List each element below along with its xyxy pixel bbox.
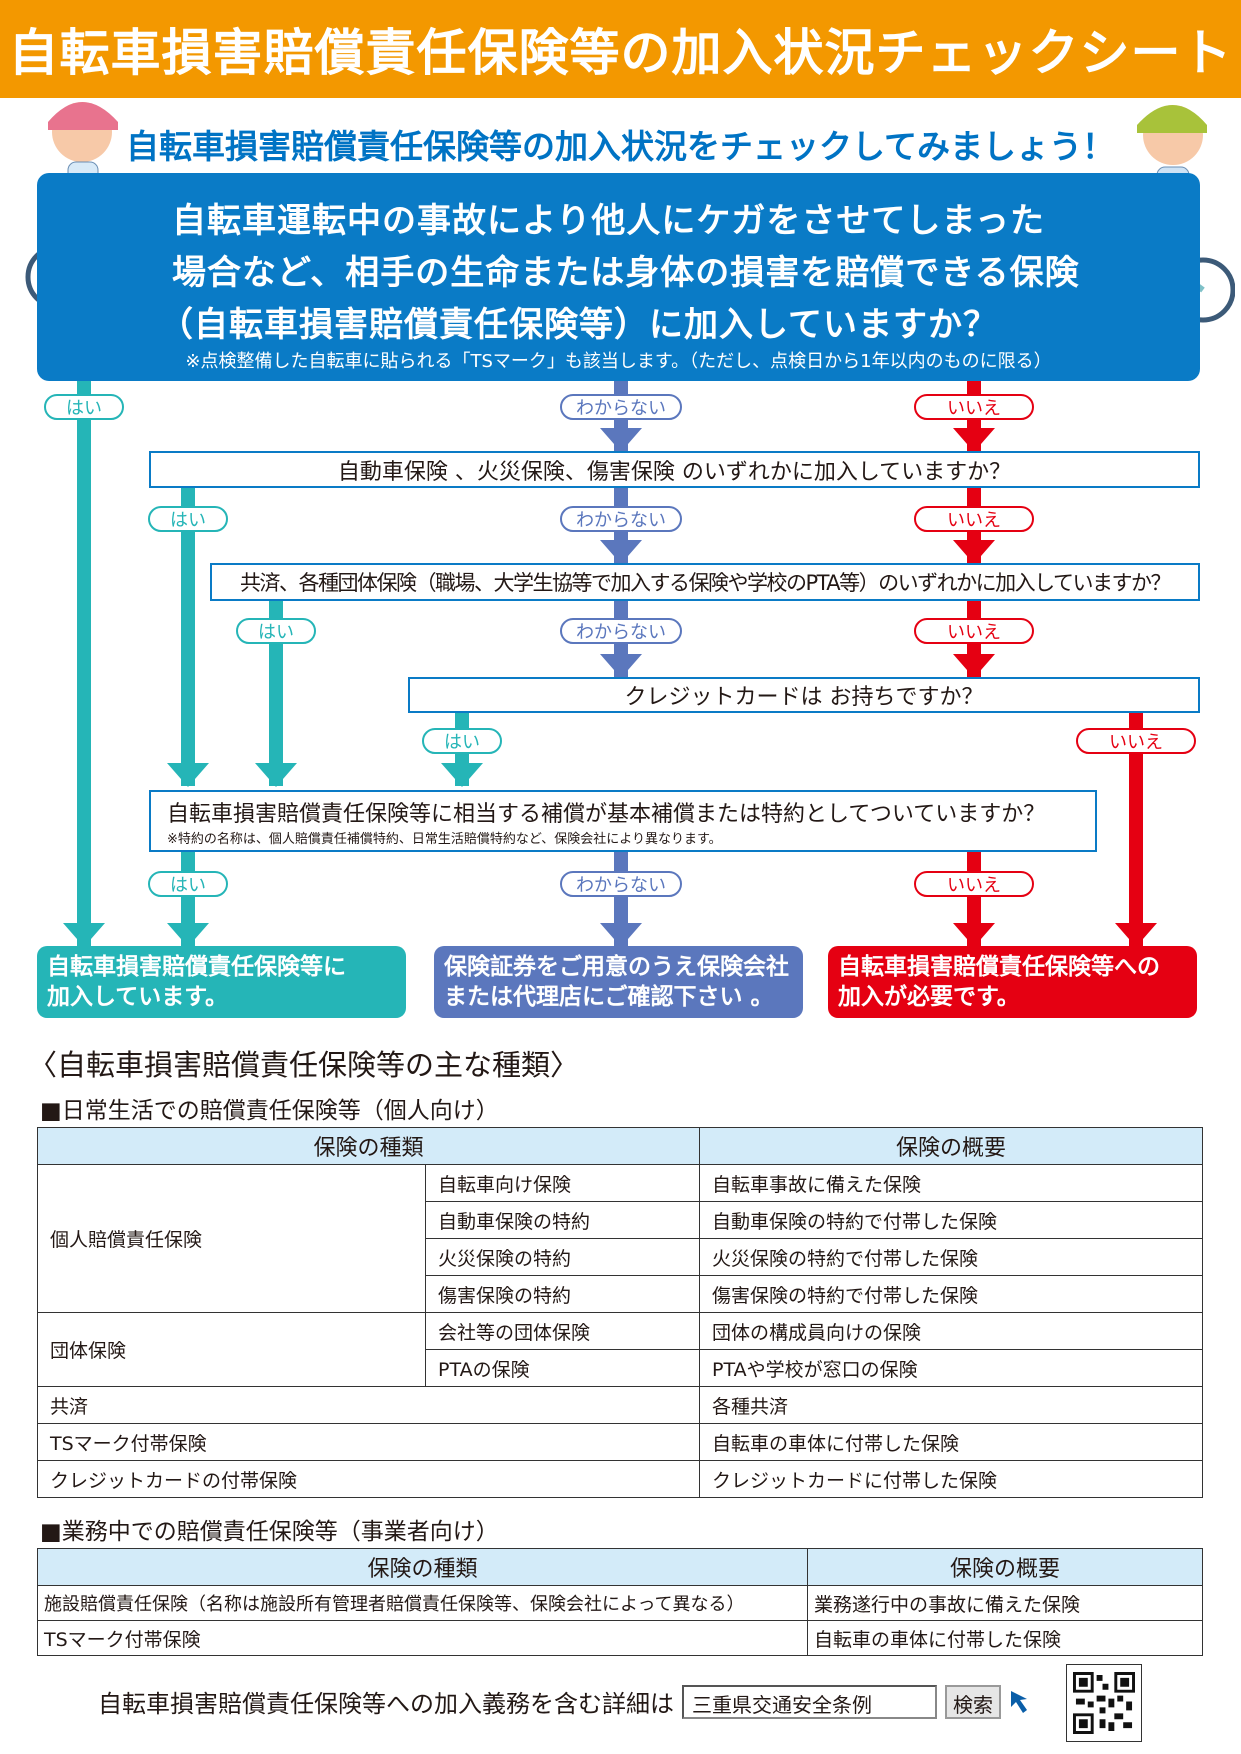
- result-unknown-box: 保険証券をご用意のうえ保険会社または代理店にご確認下さい 。: [434, 946, 803, 1018]
- group-cell: 団体保険: [37, 1312, 426, 1387]
- table-row: 団体保険会社等の団体保険団体の構成員向けの保険: [37, 1312, 1203, 1387]
- yes-arrow: [255, 601, 297, 787]
- unknown-label: わからない: [560, 506, 682, 532]
- yes-arrow: [167, 488, 209, 787]
- business-insurance-table: 保険の種類保険の概要 施設賠償責任保険（名称は施設所有管理者賠償責任保険等、保険…: [37, 1548, 1203, 1656]
- type-cell: クレジットカードの付帯保険: [37, 1460, 700, 1498]
- type-cell: 自転車向け保険: [425, 1164, 700, 1202]
- types-section-title: 〈自転車損害賠償責任保険等の主な種類〉: [28, 1048, 580, 1082]
- summary-cell: 自転車の車体に付帯した保険: [699, 1423, 1203, 1461]
- table-row: 傷害保険の特約傷害保険の特約で付帯した保険: [38, 1275, 1203, 1313]
- table-row: 個人賠償責任保険自転車向け保険自転車事故に備えた保険: [37, 1164, 1203, 1313]
- header-banner: 自転車損害賠償責任保険等の加入状況チェックシート: [0, 0, 1241, 98]
- summary-cell: 各種共済: [699, 1386, 1203, 1424]
- qr-code[interactable]: [1066, 1664, 1142, 1742]
- result-yes-box: 自転車損害賠償責任保険等に加入しています。: [37, 946, 406, 1018]
- no-label: いいえ: [914, 394, 1034, 420]
- main-question-note: ※点検整備した自転車に貼られる「TSマーク」も該当します。（ただし、点検日から1…: [185, 351, 1052, 372]
- table-row: 火災保険の特約火災保険の特約で付帯した保険: [38, 1238, 1203, 1276]
- summary-cell: 自転車の車体に付帯した保険: [807, 1620, 1203, 1656]
- summary-cell: 自転車事故に備えた保険: [699, 1164, 1203, 1202]
- type-cell: 火災保険の特約: [425, 1238, 700, 1276]
- summary-cell: 火災保険の特約で付帯した保険: [699, 1238, 1203, 1276]
- unknown-label: わからない: [560, 871, 682, 897]
- yes-label: はい: [44, 394, 124, 420]
- no-label: いいえ: [914, 506, 1034, 532]
- result-text: 加入が必要です。: [838, 984, 1020, 1010]
- table-row: 施設賠償責任保険（名称は施設所有管理者賠償責任保険等、保険会社によって異なる）業…: [37, 1585, 1203, 1621]
- result-text: 加入しています。: [47, 984, 229, 1010]
- table-row: TSマーク付帯保険自転車の車体に付帯した保険: [37, 1620, 1203, 1656]
- result-text: 自転車損害賠償責任保険等への: [838, 954, 1160, 980]
- question-4-note: ※特約の名称は、個人賠償責任補償特約、日常生活賠償特約など、保険会社により異なり…: [167, 831, 722, 847]
- table-row: 共済各種共済: [37, 1386, 1203, 1424]
- question-4-text: 自転車損害賠償責任保険等に相当する補償が基本補償または特約としてついていますか？: [167, 801, 1046, 827]
- yes-label: はい: [148, 506, 228, 532]
- yes-arrow: [63, 381, 105, 947]
- yes-label: はい: [422, 728, 502, 754]
- footer-text: 自転車損害賠償責任保険等への加入義務を含む詳細は: [98, 1690, 674, 1718]
- type-cell: 会社等の団体保険: [425, 1312, 700, 1350]
- type-cell: 傷害保険の特約: [425, 1275, 700, 1313]
- question-1-box: 自動車保険 、火災保険、傷害保険 のいずれかに加入していますか？: [149, 451, 1200, 488]
- page-title: 自転車損害賠償責任保険等の加入状況チェックシート: [8, 24, 1233, 82]
- footer-search: 自転車損害賠償責任保険等への加入義務を含む詳細は 三重県交通安全条例 検索: [98, 1684, 1033, 1719]
- question-4-box: 自転車損害賠償責任保険等に相当する補償が基本補償または特約としてついていますか？…: [149, 790, 1097, 852]
- table-row: クレジットカードの付帯保険クレジットカードに付帯した保険: [37, 1460, 1203, 1498]
- subtitle: 自転車損害賠償責任保険等の加入状況をチェックしてみましょう！: [125, 127, 1115, 166]
- column-header: 保険の種類: [37, 1127, 700, 1165]
- type-cell: TSマーク付帯保険: [37, 1423, 700, 1461]
- type-cell: PTAの保険: [425, 1349, 700, 1387]
- summary-cell: クレジットカードに付帯した保険: [699, 1460, 1203, 1498]
- yes-label: はい: [236, 618, 316, 644]
- unknown-label: わからない: [560, 618, 682, 644]
- no-label: いいえ: [1076, 728, 1196, 754]
- no-arrow: [1115, 713, 1157, 947]
- result-text: 保険証券をご用意のうえ保険会社: [444, 954, 789, 980]
- personal-subheading: ■日常生活での賠償責任保険等（個人向け）: [40, 1098, 499, 1124]
- cursor-arrow-icon: [1011, 1690, 1027, 1713]
- type-cell: 自動車保険の特約: [425, 1201, 700, 1239]
- summary-cell: 業務遂行中の事故に備えた保険: [807, 1585, 1203, 1621]
- unknown-label: わからない: [560, 394, 682, 420]
- personal-insurance-table: 保険の種類保険の概要 個人賠償責任保険自転車向け保険自転車事故に備えた保険 自動…: [37, 1127, 1203, 1498]
- summary-cell: 団体の構成員向けの保険: [699, 1312, 1203, 1350]
- yes-arrow: [167, 852, 209, 947]
- result-text: 自転車損害賠償責任保険等に: [47, 954, 346, 980]
- type-cell: TSマーク付帯保険: [37, 1620, 808, 1656]
- type-cell: 共済: [37, 1386, 700, 1424]
- result-text: または代理店にご確認下さい 。: [444, 984, 774, 1010]
- table-row: 自動車保険の特約自動車保険の特約で付帯した保険: [38, 1201, 1203, 1239]
- no-label: いいえ: [914, 871, 1034, 897]
- question-3-box: クレジットカードは お持ちですか？: [408, 677, 1200, 713]
- group-cell: 個人賠償責任保険: [37, 1164, 426, 1313]
- no-arrow: [953, 852, 995, 947]
- no-label: いいえ: [914, 618, 1034, 644]
- main-question-line: 自転車運転中の事故により他人にケガをさせてしまった: [172, 201, 1045, 241]
- main-question-line: 場合など、相手の生命または身体の損害を賠償できる保険: [172, 253, 1080, 293]
- column-header: 保険の種類: [37, 1548, 808, 1586]
- main-question-line: （自転車損害賠償責任保険等）に加入していますか？: [159, 305, 998, 345]
- column-header: 保険の概要: [807, 1548, 1203, 1586]
- search-button[interactable]: 検索: [945, 1684, 1001, 1719]
- column-header: 保険の概要: [699, 1127, 1203, 1165]
- summary-cell: 自動車保険の特約で付帯した保険: [699, 1201, 1203, 1239]
- yes-label: はい: [148, 871, 228, 897]
- question-2-box: 共済、各種団体保険（職場、大学生協等で加入する保険や学校のPTA等）のいずれかに…: [210, 563, 1200, 601]
- search-input[interactable]: 三重県交通安全条例: [682, 1684, 937, 1719]
- summary-cell: PTAや学校が窓口の保険: [699, 1349, 1203, 1387]
- business-subheading: ■業務中での賠償責任保険等（事業者向け）: [40, 1519, 499, 1545]
- unknown-arrow: [600, 852, 642, 947]
- type-cell: 施設賠償責任保険（名称は施設所有管理者賠償責任保険等、保険会社によって異なる）: [37, 1585, 808, 1621]
- table-row: TSマーク付帯保険自転車の車体に付帯した保険: [37, 1423, 1203, 1461]
- result-no-box: 自転車損害賠償責任保険等への加入が必要です。: [828, 946, 1197, 1018]
- main-question-box: 自転車運転中の事故により他人にケガをさせてしまった 場合など、相手の生命または身…: [37, 173, 1200, 381]
- summary-cell: 傷害保険の特約で付帯した保険: [699, 1275, 1203, 1313]
